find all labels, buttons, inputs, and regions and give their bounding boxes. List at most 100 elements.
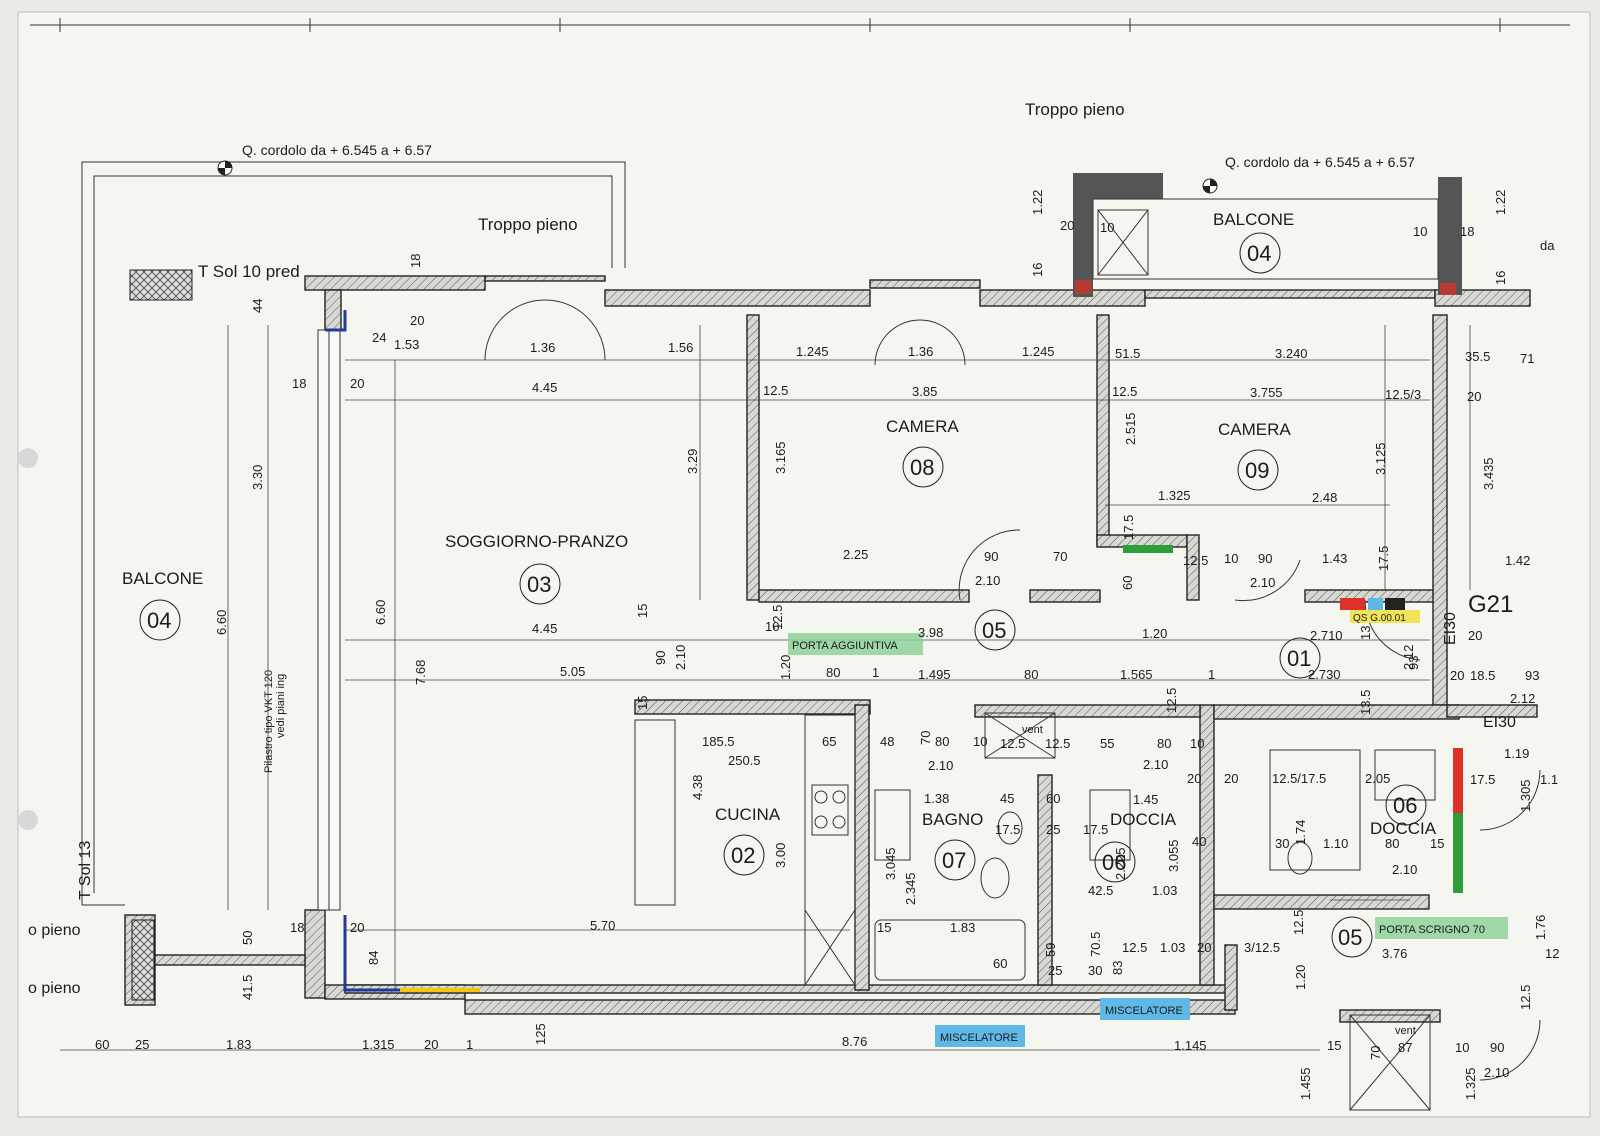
svg-text:1.03: 1.03 [1160, 940, 1185, 955]
svg-text:50: 50 [240, 931, 255, 945]
svg-text:1: 1 [872, 665, 879, 680]
svg-text:80: 80 [1024, 667, 1038, 682]
svg-text:16: 16 [1030, 263, 1045, 277]
svg-text:2.10: 2.10 [673, 645, 688, 670]
svg-text:18: 18 [290, 920, 304, 935]
svg-text:2.10: 2.10 [1484, 1065, 1509, 1080]
svg-text:6.60: 6.60 [373, 600, 388, 625]
camera-08-number: 08 [910, 455, 934, 480]
room-circles [139, 232, 1427, 958]
vent-1: vent [1022, 724, 1043, 736]
svg-text:41.5: 41.5 [240, 975, 255, 1000]
svg-text:18.5: 18.5 [1470, 668, 1495, 683]
svg-text:80: 80 [935, 734, 949, 749]
svg-text:12.5: 12.5 [1045, 736, 1070, 751]
svg-text:25: 25 [135, 1037, 149, 1052]
pilastro-note: Pilastro tipo VKT 120 [263, 670, 275, 773]
svg-text:1.74: 1.74 [1293, 820, 1308, 845]
miscelatore-2-tag-bg [1100, 998, 1190, 1020]
svg-text:1.495: 1.495 [918, 667, 951, 682]
svg-text:250.5: 250.5 [728, 753, 761, 768]
svg-text:48: 48 [880, 734, 894, 749]
svg-text:35.5: 35.5 [1465, 349, 1490, 364]
svg-text:7.68: 7.68 [413, 660, 428, 685]
svg-text:1.145: 1.145 [1174, 1038, 1207, 1053]
svg-text:3.045: 3.045 [883, 847, 898, 880]
svg-text:4.38: 4.38 [690, 775, 705, 800]
miscelatore-2-tag: MISCELATORE [1105, 1005, 1183, 1017]
svg-text:90: 90 [653, 651, 668, 665]
svg-text:65: 65 [822, 734, 836, 749]
q-cordolo-right: Q. cordolo da + 6.545 a + 6.57 [1225, 154, 1415, 170]
svg-text:18: 18 [292, 376, 306, 391]
svg-text:1.1: 1.1 [1540, 772, 1558, 787]
svg-text:60: 60 [993, 956, 1007, 971]
svg-text:3.240: 3.240 [1275, 346, 1308, 361]
svg-text:1.325: 1.325 [1463, 1067, 1478, 1100]
dimension-texts: 1.53 1.36 1.56 1.245 1.36 1.245 51.5 3.2… [95, 218, 1559, 1080]
svg-text:1.20: 1.20 [1142, 626, 1167, 641]
svg-text:10: 10 [1455, 1040, 1469, 1055]
svg-text:2.515: 2.515 [1123, 412, 1138, 445]
svg-text:55: 55 [1100, 736, 1114, 751]
svg-text:30: 30 [1088, 963, 1102, 978]
svg-text:3.29: 3.29 [685, 449, 700, 474]
svg-text:59: 59 [1043, 943, 1058, 957]
svg-text:3.165: 3.165 [773, 441, 788, 474]
svg-text:3.30: 3.30 [250, 465, 265, 490]
svg-text:44: 44 [250, 299, 265, 313]
doccia-06b-name: DOCCIA [1370, 819, 1437, 838]
svg-text:1.03: 1.03 [1152, 883, 1177, 898]
door-swings [484, 299, 1541, 1081]
svg-text:60: 60 [1120, 576, 1135, 590]
doccia-06-number: 06 [1102, 850, 1126, 875]
svg-text:1.325: 1.325 [1158, 488, 1191, 503]
ingresso-number: 01 [1287, 646, 1311, 671]
svg-text:51.5: 51.5 [1115, 346, 1140, 361]
balcone-top-number: 04 [1247, 241, 1271, 266]
dark-walls [1073, 173, 1462, 297]
svg-text:10: 10 [765, 619, 779, 634]
svg-text:1.43: 1.43 [1322, 551, 1347, 566]
svg-text:12.5: 12.5 [1183, 553, 1208, 568]
svg-text:2.05: 2.05 [1365, 771, 1390, 786]
dimension-texts-vertical: 44 18 3.30 6.60 6.60 7.68 3.29 3.165 2.5… [214, 190, 1548, 1100]
svg-text:10: 10 [1224, 551, 1238, 566]
svg-text:16: 16 [1493, 271, 1508, 285]
svg-text:2.730: 2.730 [1308, 667, 1341, 682]
troppo-pieno-left-1: o pieno [28, 922, 81, 939]
svg-text:1.83: 1.83 [226, 1037, 251, 1052]
svg-text:1.20: 1.20 [1293, 965, 1308, 990]
ei30-a: EI30 [1442, 612, 1459, 645]
svg-text:3.055: 3.055 [1166, 839, 1181, 872]
svg-text:70: 70 [1053, 549, 1067, 564]
svg-text:10: 10 [1413, 224, 1427, 239]
svg-text:60: 60 [1046, 791, 1060, 806]
column-block [131, 919, 155, 1001]
svg-text:1.42: 1.42 [1505, 553, 1530, 568]
svg-text:25: 25 [1048, 963, 1062, 978]
g21-label: G21 [1468, 591, 1513, 618]
dimension-lines [60, 325, 1471, 1051]
svg-text:20: 20 [1060, 218, 1074, 233]
svg-text:1.22: 1.22 [1493, 190, 1508, 215]
svg-text:12.5: 12.5 [1164, 688, 1179, 713]
porta-scrigno-tag-bg [1375, 917, 1508, 939]
svg-text:1.10: 1.10 [1323, 836, 1348, 851]
svg-text:4.45: 4.45 [532, 380, 557, 395]
binder-hole [18, 810, 38, 830]
svg-text:87: 87 [1398, 1040, 1412, 1055]
svg-text:2.48: 2.48 [1312, 490, 1337, 505]
svg-text:15: 15 [877, 920, 891, 935]
svg-text:18: 18 [1460, 224, 1474, 239]
svg-text:12.5: 12.5 [1518, 985, 1533, 1010]
svg-text:3.755: 3.755 [1250, 385, 1283, 400]
svg-text:1.20: 1.20 [778, 655, 793, 680]
svg-text:1.38: 1.38 [924, 791, 949, 806]
pilastro-note-2: vedi piani ing [275, 674, 287, 738]
disimpegno-number: 05 [1338, 925, 1362, 950]
svg-text:13.5: 13.5 [1358, 690, 1373, 715]
svg-text:125: 125 [533, 1023, 548, 1045]
svg-text:15: 15 [1327, 1038, 1341, 1053]
